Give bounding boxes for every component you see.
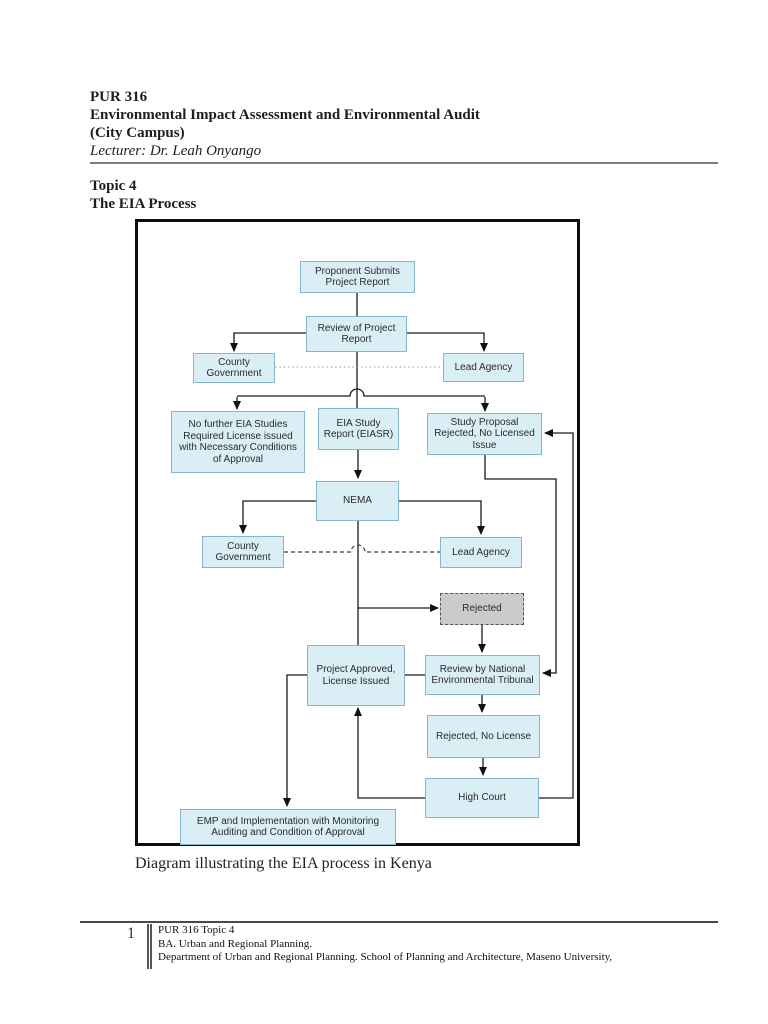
topic-title: The EIA Process [90,196,197,212]
arrow-project-approved-to-emp [283,674,307,807]
footer-department: Department of Urban and Regional Plannin… [158,951,613,963]
node-lead-agency-1: Lead Agency [443,353,524,382]
node-environmental-tribunal: Review by National Environmental Tribuna… [425,655,540,695]
campus: (City Campus) [90,125,185,141]
node-review-of-project-report: Review of Project Report [306,316,407,352]
connector-decision-branch [237,388,485,397]
arrow-review-to-lead-agency-1 [407,332,488,352]
arrow-nema-to-lead-agency-2 [399,500,485,535]
course-title: Environmental Impact Assessment and Envi… [90,107,480,123]
node-high-court: High Court [425,778,539,818]
course-code: PUR 316 [90,89,148,105]
arrow-study-proposal-to-tribunal [484,455,557,677]
footer-course: PUR 316 Topic 4 [158,924,235,936]
node-rejected-no-license: Rejected, No License [427,715,540,758]
arrow-high-court-to-study-proposal [539,429,574,799]
node-lead-agency-2: Lead Agency [440,537,522,568]
dashed-link-county-lead-2 [284,544,440,553]
page-number: 1 [127,925,135,942]
node-county-government-1: County Government [193,353,275,383]
node-no-further-eia-studies: No further EIA Studies Required License … [171,411,305,473]
topic-heading: Topic 4 The EIA Process [90,177,196,213]
topic-number: Topic 4 [90,178,137,194]
footer-program: BA. Urban and Regional Planning. [158,937,312,950]
header-rule [90,162,718,164]
footer-rule [80,921,718,923]
node-county-government-2: County Government [202,536,284,568]
node-study-proposal-rejected: Study Proposal Rejected, No Licensed Iss… [427,413,542,455]
node-eia-study-report: EIA Study Report (EIASR) [318,408,399,450]
node-nema: NEMA [316,481,399,521]
eia-process-flowchart: Proponent Submits Project Report Review … [135,219,580,846]
node-rejected: Rejected [440,593,524,625]
node-project-approved: Project Approved, License Issued [307,645,405,706]
diagram-caption: Diagram illustrating the EIA process in … [135,855,432,872]
node-emp-implementation: EMP and Implementation with Monitoring A… [180,809,396,845]
node-proponent-submits: Proponent Submits Project Report [300,261,415,293]
footer-text: PUR 316 Topic 4 BA. Urban and Regional P… [158,924,718,965]
flowchart-connectors [230,293,574,807]
arrow-nema-to-county-gov-2 [239,500,316,534]
document-header: PUR 316 Environmental Impact Assessment … [90,88,720,160]
arrow-review-to-county-gov-1 [230,332,306,352]
arrow-high-court-to-project-approved [354,707,425,799]
lecturer: Lecturer: Dr. Leah Onyango [90,143,262,159]
footer-separator [147,924,152,969]
